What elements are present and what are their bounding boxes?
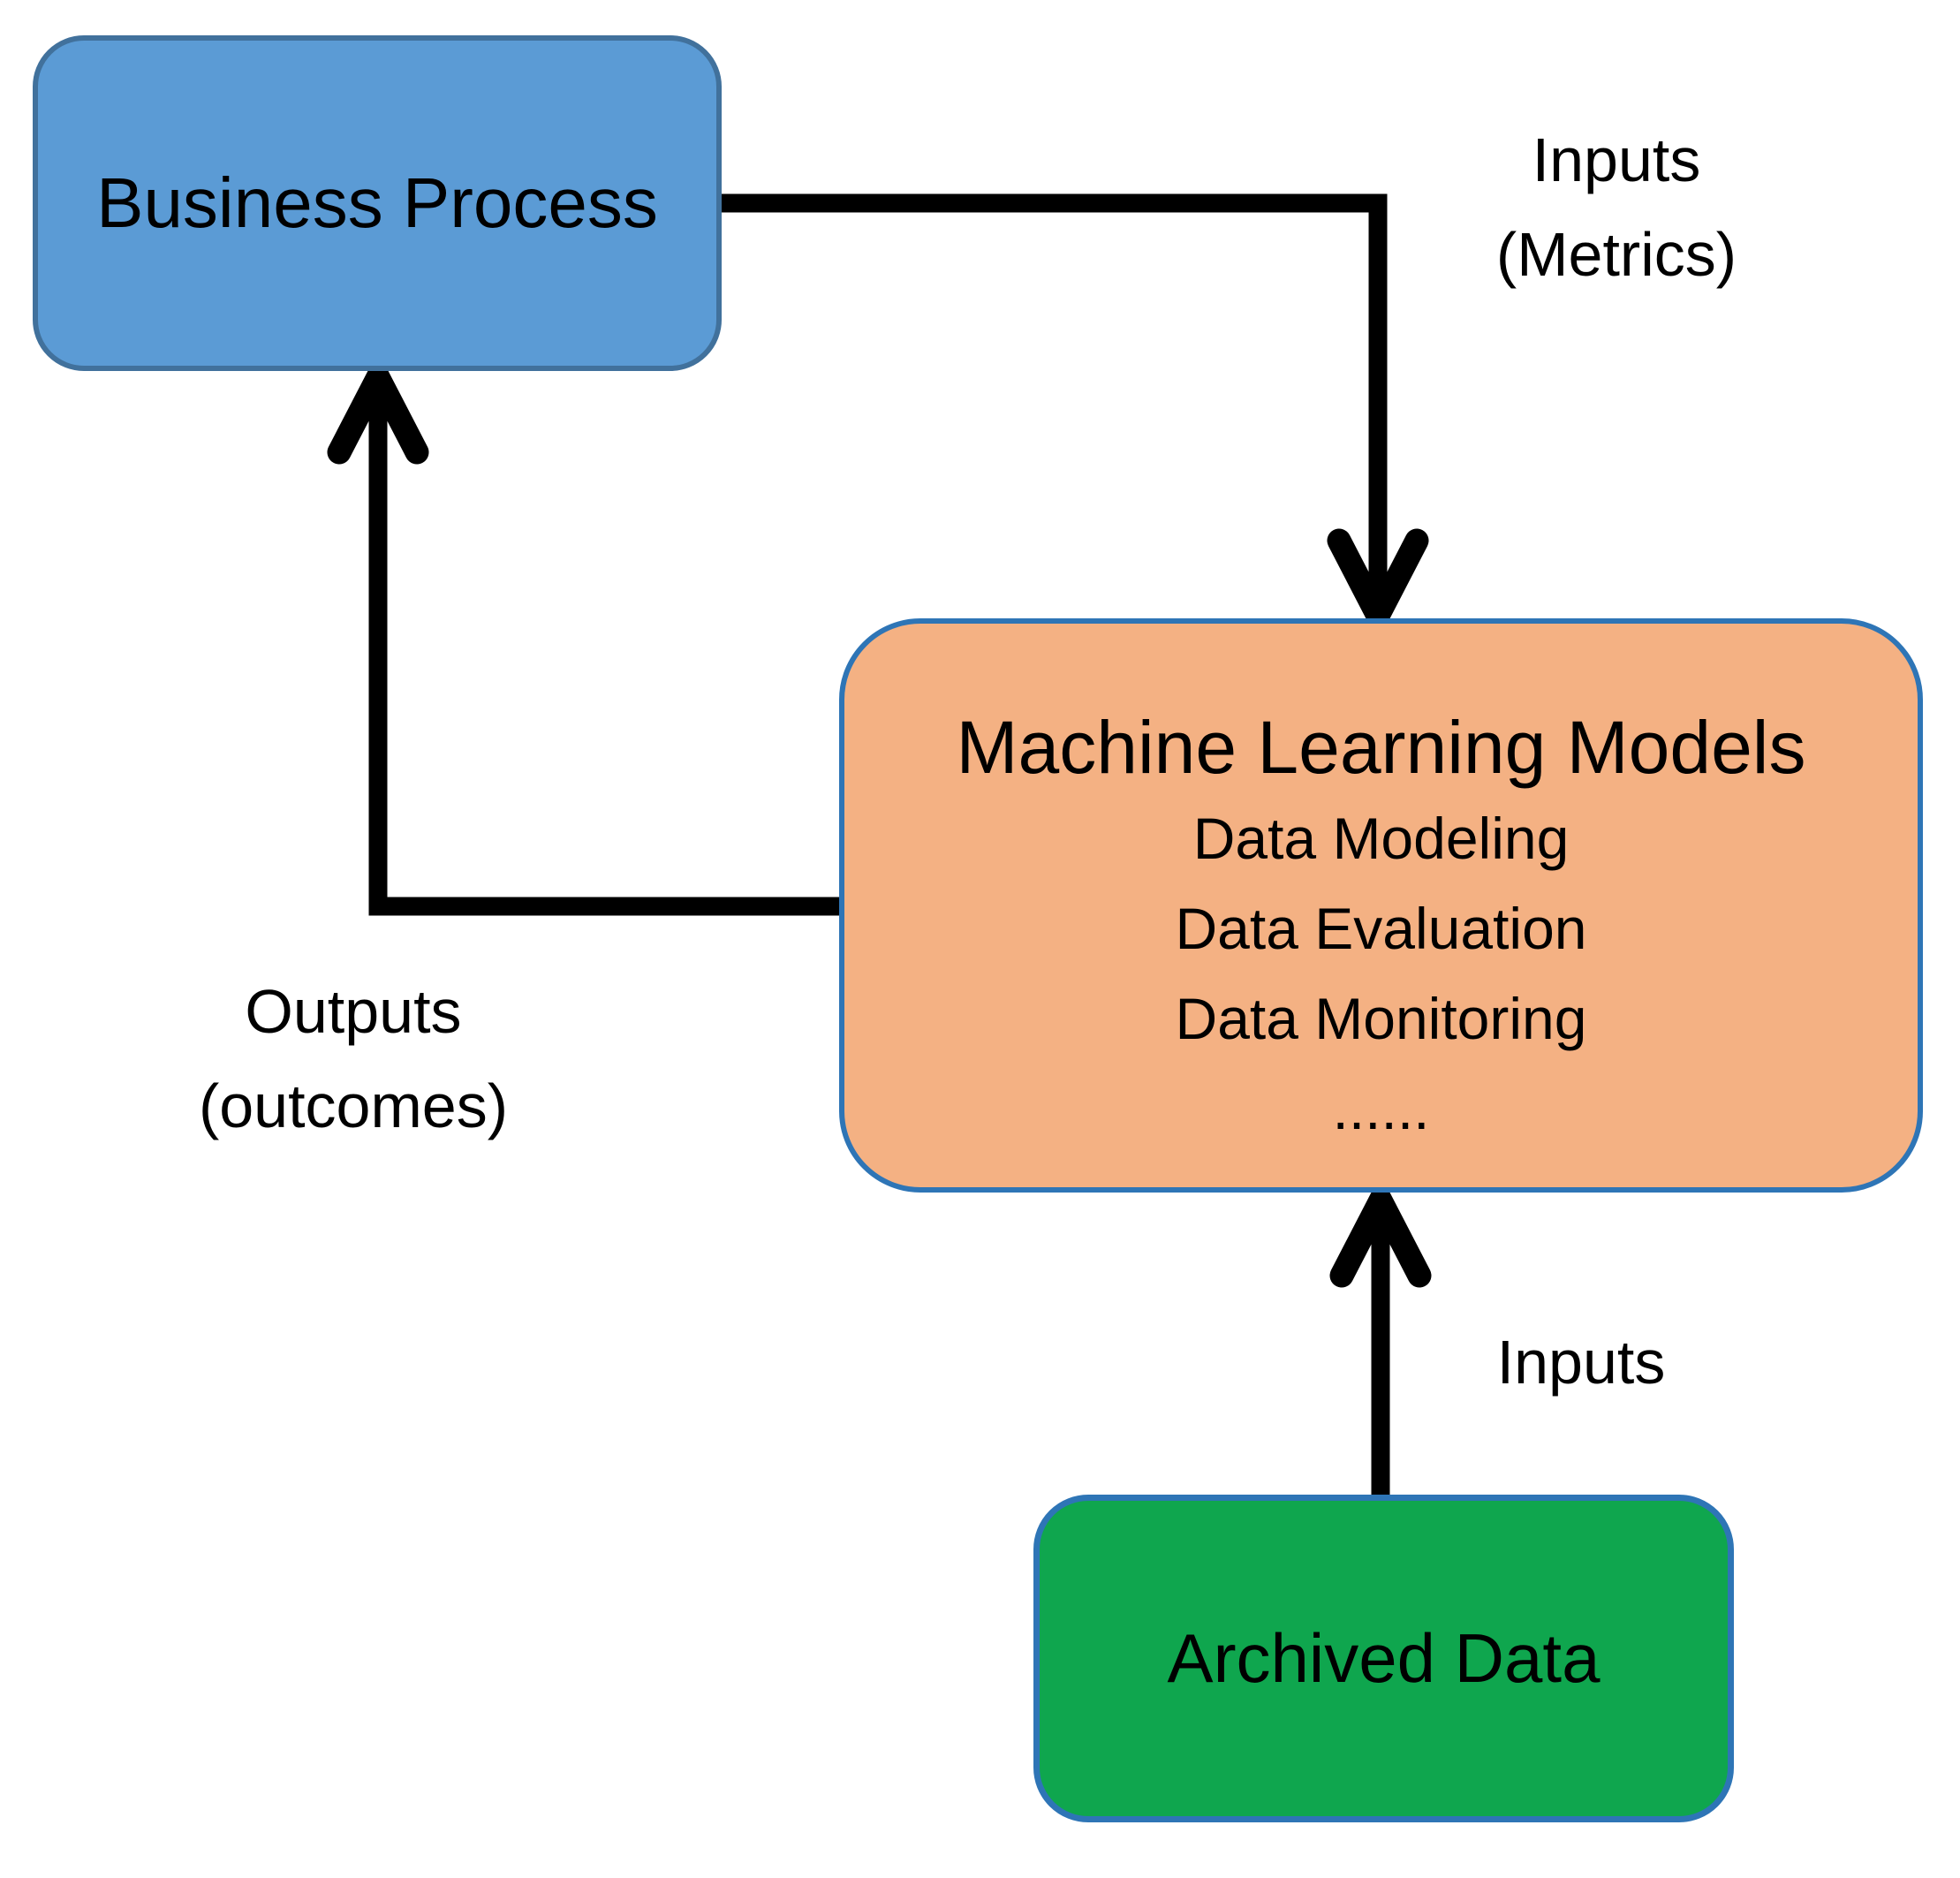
ml-models-item-ellipsis: ...... — [1332, 1076, 1430, 1141]
inputs-metrics-arrowhead — [1327, 528, 1429, 642]
outputs-outcomes-arrowhead — [327, 351, 429, 465]
outputs-outcomes-label-line1: Outputs — [245, 977, 462, 1046]
outputs-outcomes-arrow — [327, 351, 841, 916]
archived-data-label: Archived Data — [1167, 1619, 1601, 1697]
business-process-box: Business Process — [33, 35, 722, 371]
outputs-outcomes-arrow-shaft — [368, 382, 841, 916]
ml-models-item-list: Data Modeling Data Evaluation Data Monit… — [1176, 793, 1587, 1154]
inputs-archived-arrowhead — [1329, 1174, 1432, 1288]
ml-models-item: Data Modeling — [1192, 806, 1570, 871]
inputs-metrics-label-line1: Inputs — [1532, 125, 1701, 194]
business-process-label: Business Process — [96, 163, 658, 242]
inputs-metrics-arrow-shaft — [722, 193, 1388, 610]
inputs-metrics-arrow — [722, 193, 1429, 642]
inputs-archived-label: Inputs — [1449, 1318, 1714, 1406]
outputs-outcomes-label: Outputs (outcomes) — [177, 965, 530, 1154]
ml-models-title: Machine Learning Models — [956, 706, 1806, 789]
ml-models-item: Data Monitoring — [1175, 986, 1587, 1051]
inputs-metrics-label-line2: (Metrics) — [1495, 220, 1737, 289]
inputs-archived-arrow — [1329, 1174, 1432, 1495]
archived-data-box: Archived Data — [1033, 1495, 1734, 1822]
inputs-metrics-label: Inputs (Metrics) — [1440, 113, 1793, 302]
ml-models-box: Machine Learning Models Data Modeling Da… — [839, 618, 1923, 1193]
outputs-outcomes-label-line2: (outcomes) — [198, 1072, 509, 1140]
ml-models-item: Data Evaluation — [1175, 896, 1587, 961]
inputs-archived-label-line1: Inputs — [1496, 1328, 1666, 1397]
